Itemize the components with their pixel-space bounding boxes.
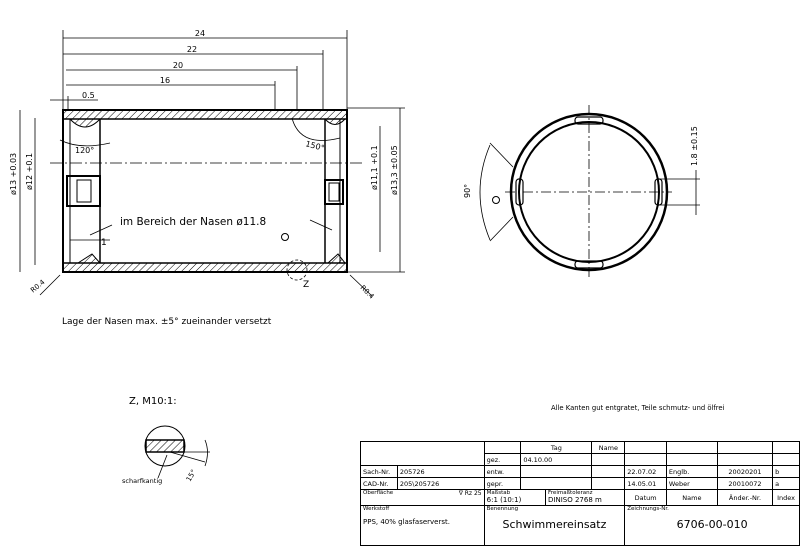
material-value: PPS, 40% glasfaserverst. <box>363 518 450 526</box>
angle-15: 15° <box>185 468 198 483</box>
main-view-labels: 24 22 20 16 0.5 120° 150° ø13 +0.03 ø12 … <box>9 29 399 327</box>
gepr-label: gepr. <box>483 477 522 490</box>
surface-label: Oberfläche <box>363 490 394 497</box>
tag-header: Tag <box>520 441 593 454</box>
general-note: Alle Kanten gut entgratet, Teile schmutz… <box>551 404 725 412</box>
drawing-no-value: 6706-00-010 <box>676 518 748 531</box>
drawing-no-label: Zeichnungs-Nr. <box>627 506 669 513</box>
rev-b-name: Englb. <box>665 465 718 478</box>
end-view <box>479 105 700 280</box>
sach-value: 205726 <box>396 465 485 478</box>
rev-header-name: Name <box>665 489 718 506</box>
entw-label: entw. <box>483 465 522 478</box>
scale-value: 6:1 (10:1) <box>486 496 522 504</box>
end-view-labels: 90° 1.8 ±0.15 <box>463 126 699 198</box>
dia-13: ø13 +0.03 <box>9 153 18 195</box>
cad-label: CAD-Nr. <box>360 477 398 490</box>
sach-label: Sach-Nr. <box>360 465 398 478</box>
gez-label: gez. <box>483 453 522 466</box>
dim-24: 24 <box>195 29 205 38</box>
rev-header-index: Index <box>772 489 800 506</box>
tolerance-value: DINISO 2768 m <box>548 496 602 504</box>
rev-a-name: Weber <box>665 477 718 490</box>
designation-label: Benennung <box>486 506 519 513</box>
cad-value: 205\205726 <box>396 477 485 490</box>
rev-a-date: 14.05.01 <box>624 477 667 490</box>
rev-a-change: 20010072 <box>716 477 774 490</box>
angle-90: 90° <box>463 184 472 198</box>
dim-20: 20 <box>173 61 183 70</box>
detail-z-view <box>144 425 210 479</box>
detail-title: Z, M10:1: <box>129 396 177 407</box>
scale-label: Maßstab <box>486 490 511 497</box>
rev-b-index: b <box>772 465 800 478</box>
rev-b-date: 22.07.02 <box>624 465 667 478</box>
rev-header-date: Datum <box>624 489 667 506</box>
dia-12: ø12 +0.1 <box>25 153 34 190</box>
rev-header-change: Änder.-Nr. <box>716 489 774 506</box>
dia-11-1: ø11,1 +0.1 <box>370 145 379 190</box>
dim-0-5: 0.5 <box>82 91 95 100</box>
dia-13-3: ø13,3 ±0.05 <box>390 145 399 195</box>
angle-120: 120° <box>75 146 94 155</box>
dim-16: 16 <box>160 76 170 85</box>
radius-left: R0.4 <box>29 278 47 295</box>
dim-22: 22 <box>187 45 197 54</box>
gez-date: 04.10.00 <box>520 453 593 466</box>
detail-marker: Z <box>303 280 309 290</box>
radius-right: R0.4 <box>359 284 376 301</box>
main-section-view <box>19 30 405 297</box>
surface-value: Rz 25 <box>464 490 482 498</box>
dim-1: 1 <box>101 238 107 248</box>
tolerance-label: Freimaßtoleranz <box>548 490 593 497</box>
rev-b-change: 20020201 <box>716 465 774 478</box>
title-block: Tag Name gez. 04.10.00 Sach-Nr. 205726 e… <box>360 441 800 546</box>
nose-note: im Bereich der Nasen ø11.8 <box>120 216 266 228</box>
name-header: Name <box>591 441 626 454</box>
offset-note: Lage der Nasen max. ±5° zueinander verse… <box>62 317 272 327</box>
angle-150: 150° <box>304 139 325 153</box>
material-label: Werkstoff <box>363 506 390 513</box>
designation-value: Schwimmereinsatz <box>502 518 607 531</box>
dim-1-8: 1.8 ±0.15 <box>690 126 699 166</box>
rev-a-index: a <box>772 477 800 490</box>
edge-note: scharfkantig <box>122 477 162 485</box>
